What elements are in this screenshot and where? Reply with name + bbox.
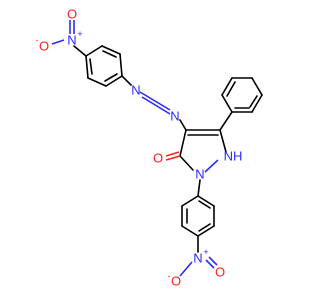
bottom-nitrophenyl-ring bbox=[181, 179, 215, 237]
pyrazolone-ring: O N NH bbox=[153, 129, 243, 182]
molecule-diagram: N + O O - N N O N NH bbox=[36, 7, 263, 289]
bottom-nitro-o-charge: - bbox=[168, 271, 171, 281]
structure-svg: N + O O - N N O N NH bbox=[36, 7, 263, 289]
ring-n1: N bbox=[195, 167, 204, 182]
carbonyl-o: O bbox=[153, 151, 163, 166]
azo-n1: N bbox=[131, 83, 140, 98]
bottom-nitro-o-minus: O bbox=[171, 274, 181, 289]
top-nitro-o-minus: O bbox=[39, 39, 49, 54]
bottom-nitro-n: N bbox=[193, 251, 202, 266]
top-nitro-n: N bbox=[67, 33, 76, 48]
top-nitrophenyl-ring bbox=[85, 45, 123, 87]
bottom-nitro-n-charge: + bbox=[203, 247, 208, 257]
top-nitro-o-charge: - bbox=[36, 35, 39, 45]
azo-linkage: N N bbox=[121, 75, 187, 131]
bottom-nitro-group: N + O - O bbox=[168, 235, 225, 289]
top-nitro-n-charge: + bbox=[77, 29, 82, 39]
phenyl-ring bbox=[219, 77, 263, 131]
bottom-nitro-o-double: O bbox=[215, 265, 225, 280]
azo-n2: N bbox=[170, 109, 179, 124]
top-nitro-o-double: O bbox=[67, 7, 77, 22]
top-nitro-group: N + O O - bbox=[36, 7, 87, 57]
ring-nh: NH bbox=[224, 149, 243, 164]
